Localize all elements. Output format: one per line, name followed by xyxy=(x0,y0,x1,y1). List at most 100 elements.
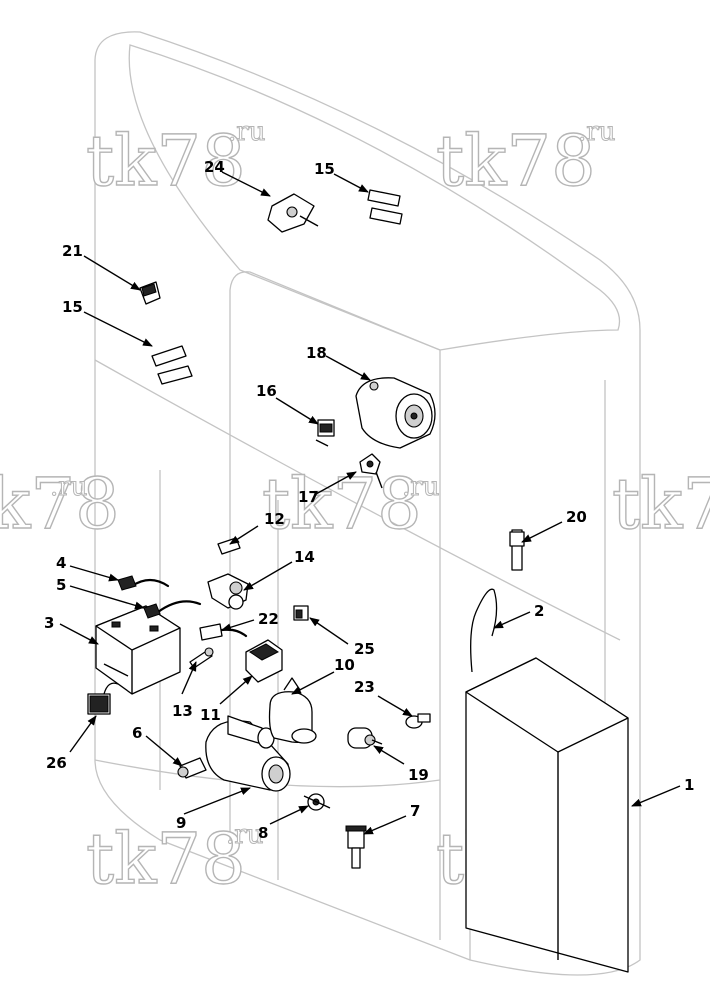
leader-6 xyxy=(145,735,183,767)
callout-24: 24 xyxy=(204,158,225,176)
leader-26 xyxy=(69,715,97,753)
watermark-text: tk78 xyxy=(262,463,422,545)
leader-11 xyxy=(219,675,253,705)
watermark-sup: .ru xyxy=(402,472,439,502)
part-3-battery xyxy=(95,605,181,695)
callout-14: 14 xyxy=(294,548,315,566)
part-16-valve xyxy=(315,419,335,447)
leader-13 xyxy=(181,661,197,695)
callout-11: 11 xyxy=(200,706,221,724)
callout-17: 17 xyxy=(298,488,319,506)
callout-22: 22 xyxy=(258,610,279,628)
callout-6: 6 xyxy=(132,724,142,742)
part-6-glow-plug xyxy=(177,757,207,779)
watermark-mid-left: tk78 .ru xyxy=(0,462,120,545)
leader-8 xyxy=(269,805,309,825)
leader-25 xyxy=(309,617,349,645)
callout-15-upper: 15 xyxy=(314,160,335,178)
watermark-sup: .ru xyxy=(578,117,615,147)
part-24-switch-plate xyxy=(267,193,319,233)
part-26-relay xyxy=(87,682,119,715)
callout-12: 12 xyxy=(264,510,285,528)
part-5-cable xyxy=(143,600,202,619)
callout-20: 20 xyxy=(566,508,587,526)
callout-1: 1 xyxy=(684,776,694,794)
leader-21 xyxy=(83,255,141,291)
watermark-text: tk78 xyxy=(0,463,120,545)
leader-5 xyxy=(69,585,145,610)
part-20-fuse xyxy=(509,529,525,571)
part-13-sender xyxy=(189,647,214,669)
leader-24 xyxy=(221,171,271,197)
part-18-alternator xyxy=(355,377,436,449)
watermark-mid-center: tk78 .ru xyxy=(261,462,440,545)
callout-18: 18 xyxy=(306,344,327,362)
part-21-clip xyxy=(139,281,161,305)
callout-7: 7 xyxy=(410,802,420,820)
leader-7 xyxy=(363,815,407,835)
callout-25: 25 xyxy=(354,640,375,658)
watermark-text: tk78 xyxy=(436,120,596,202)
leader-3 xyxy=(59,623,99,645)
part-7-sensor xyxy=(345,825,367,869)
part-1-control-box xyxy=(465,657,629,973)
part-15-fuses-upper xyxy=(367,189,403,225)
leader-14 xyxy=(243,561,293,591)
part-9-starter xyxy=(205,715,291,792)
watermark-sup: .ru xyxy=(228,117,265,147)
leader-20 xyxy=(521,521,563,543)
callout-9: 9 xyxy=(176,814,186,832)
part-25-switch xyxy=(293,605,309,621)
callout-26: 26 xyxy=(46,754,67,772)
leader-18 xyxy=(325,355,371,381)
part-8-connector xyxy=(303,793,331,811)
leader-15b xyxy=(333,173,369,193)
watermark-mid-right: tk78 xyxy=(611,462,710,545)
part-17-connector xyxy=(359,453,383,489)
callout-21: 21 xyxy=(62,242,83,260)
part-10-solenoid xyxy=(268,677,317,744)
watermark-top-right: tk78 .ru xyxy=(435,117,616,203)
part-4-cable xyxy=(117,575,170,591)
watermark-top-left: tk78 .ru xyxy=(85,117,266,203)
leader-22 xyxy=(221,619,255,632)
callout-19: 19 xyxy=(408,766,429,784)
leader-4 xyxy=(69,565,119,582)
callout-16: 16 xyxy=(256,382,277,400)
part-14-thermostat xyxy=(207,573,249,610)
part-2-cable xyxy=(470,588,498,673)
callout-8: 8 xyxy=(258,824,268,842)
leader-1 xyxy=(631,785,681,807)
leader-23 xyxy=(377,695,413,717)
watermark-bottom-left: tk78 .ru xyxy=(85,817,264,900)
callout-10: 10 xyxy=(334,656,355,674)
callout-15-lower: 15 xyxy=(62,298,83,316)
leader-15a xyxy=(83,311,153,347)
leader-9 xyxy=(183,787,251,815)
leader-16 xyxy=(275,397,319,425)
leader-10 xyxy=(291,671,335,695)
leader-12 xyxy=(229,525,259,545)
callout-23: 23 xyxy=(354,678,375,696)
leader-19 xyxy=(373,745,405,765)
part-11-relay xyxy=(245,639,283,683)
watermark-text: tk78 xyxy=(86,818,246,900)
callout-5: 5 xyxy=(56,576,66,594)
watermark-text: tk78 xyxy=(612,463,710,545)
callout-3: 3 xyxy=(44,614,54,632)
callout-2: 2 xyxy=(534,602,544,620)
leader-lines xyxy=(59,171,681,835)
part-23-sensor xyxy=(405,713,431,729)
leader-2 xyxy=(493,611,531,629)
callout-4: 4 xyxy=(56,554,66,572)
callout-13: 13 xyxy=(172,702,193,720)
part-19-solenoid xyxy=(347,727,383,749)
callout-labels: 1 2 3 4 5 6 7 8 9 10 11 12 13 14 15 15 1… xyxy=(44,158,694,842)
watermark-text: tk78 xyxy=(86,120,246,202)
part-22-sensor xyxy=(199,623,248,641)
watermark-sup: .ru xyxy=(50,472,87,502)
watermark-sup: .ru xyxy=(226,820,263,850)
part-15-fuses-lower xyxy=(151,345,193,385)
